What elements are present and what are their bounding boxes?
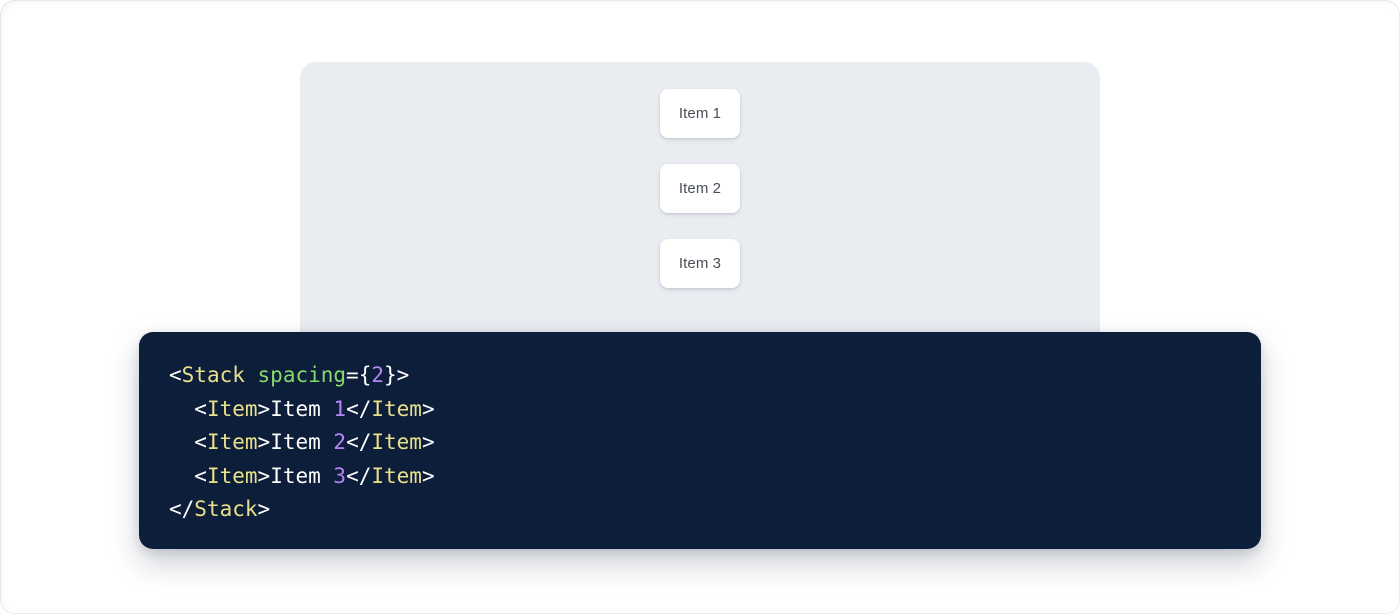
code-token-punct: < — [194, 463, 207, 488]
code-token-punct: }> — [384, 363, 410, 387]
code-line: <Item>Item 3</Item> — [169, 463, 435, 488]
code-token-punct: > — [257, 430, 271, 455]
stack-item-label: Item 2 — [678, 180, 722, 197]
code-token-tag: Item — [371, 463, 422, 488]
code-token-punct: </ — [346, 430, 372, 455]
code-token-punct: > — [421, 463, 435, 488]
code-token-punct: ={ — [346, 363, 372, 387]
code-token-num: 2 — [333, 430, 347, 455]
code-token-tag: Item — [371, 396, 422, 421]
code-snippet-panel[interactable]: <Stack spacing={2}> <Item>Item 1</Item> … — [139, 332, 1261, 549]
code-token-punct: > — [421, 430, 435, 455]
stack-item-label: Item 3 — [678, 255, 722, 272]
code-token-tag: Item — [371, 430, 422, 455]
code-token-attr: spacing — [257, 363, 347, 387]
stack-item[interactable]: Item 1 — [660, 89, 740, 138]
stack-item-label: Item 1 — [678, 105, 722, 122]
stack-item[interactable]: Item 2 — [660, 164, 740, 213]
code-token-punct: > — [421, 396, 435, 421]
code-token-punct: < — [169, 363, 182, 387]
code-token-num: 3 — [333, 463, 347, 488]
stack-container: Item 1 Item 2 Item 3 — [660, 89, 740, 288]
code-token-punct: > — [257, 396, 271, 421]
code-token-punct: </ — [346, 463, 372, 488]
code-token-punct — [245, 363, 258, 387]
code-token-tag: Item — [206, 396, 258, 421]
code-line: <Stack spacing={2}> — [169, 363, 409, 387]
stack-item[interactable]: Item 3 — [660, 239, 740, 288]
code-token-punct: > — [257, 463, 271, 488]
code-token-text: Item — [270, 430, 334, 455]
code-token-tag: Stack — [181, 363, 245, 387]
code-token-punct: < — [194, 430, 207, 455]
code-token-text: Item — [270, 396, 334, 421]
code-token-tag: Stack — [194, 497, 258, 522]
code-token-tag: Item — [206, 430, 258, 455]
code-token-tag: Item — [206, 463, 258, 488]
code-line: <Item>Item 1</Item> — [169, 396, 435, 421]
code-token-num: 1 — [333, 396, 347, 421]
component-preview-panel: Item 1 Item 2 Item 3 — [300, 62, 1100, 352]
code-token-num: 2 — [371, 363, 384, 387]
code-source: <Stack spacing={2}> <Item>Item 1</Item> … — [169, 359, 1261, 527]
code-token-text: Item — [270, 463, 334, 488]
code-token-punct: < — [194, 396, 207, 421]
code-token-punct: </ — [169, 497, 195, 522]
code-line: <Item>Item 2</Item> — [169, 430, 435, 455]
code-line: </Stack> — [169, 497, 270, 521]
code-token-punct: </ — [346, 396, 372, 421]
code-token-punct: > — [257, 497, 271, 522]
